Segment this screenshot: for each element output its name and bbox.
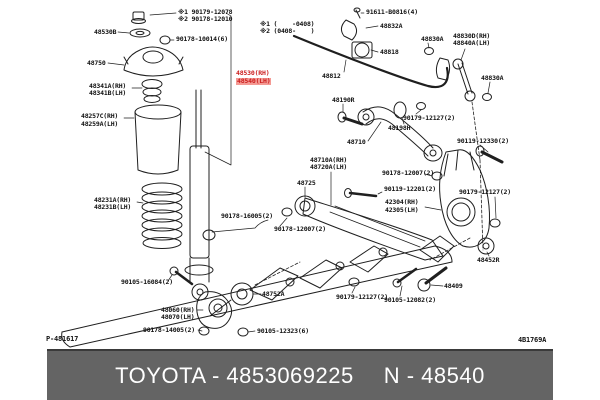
part-label[interactable]: 48830A (421, 35, 444, 43)
part-label[interactable]: 42304(RH) (385, 198, 419, 206)
part-label[interactable]: 48752A (262, 290, 285, 298)
part-label[interactable]: 48720A(LH) (310, 163, 348, 171)
part-label[interactable]: 48341A(RH) (89, 82, 127, 90)
knuckle-illustration (439, 145, 504, 255)
carrier-bracket-illustration (169, 261, 301, 337)
part-label[interactable]: 48190R (332, 96, 355, 104)
part-label[interactable]: 90178-12007(2) (274, 225, 326, 233)
bolts-illustration (348, 266, 448, 292)
part-label[interactable]: ※1 90179-12078 (178, 8, 233, 16)
part-label[interactable]: 90179-12127(2) (459, 188, 511, 196)
part-label[interactable]: 90178-10014(6) (176, 35, 228, 43)
part-label[interactable]: 48818 (380, 48, 399, 56)
part-label[interactable]: 48409 (444, 282, 463, 290)
part-label[interactable]: 90179-12127(2) (403, 114, 455, 122)
part-label[interactable]: 48452R (477, 256, 500, 264)
part-label[interactable]: 48060(RH) (161, 306, 195, 314)
part-label[interactable]: 48231B(LH) (94, 203, 132, 211)
part-label[interactable]: 90179-12127(2) (336, 293, 388, 301)
part-label[interactable]: 90119-12330(2) (457, 137, 509, 145)
strut-assembly-illustration (123, 11, 216, 301)
part-label[interactable]: 90119-12201(2) (384, 185, 436, 193)
upper-arm-illustration (337, 101, 443, 162)
part-label[interactable]: 48530(RH) (236, 69, 270, 77)
footer-ref-number: N - 48540 (383, 362, 485, 388)
part-label[interactable]: 48530B (94, 28, 117, 36)
part-label[interactable]: 48231A(RH) (94, 196, 132, 204)
part-label[interactable]: 48540(LH) (236, 77, 272, 85)
part-label[interactable]: 48198H (388, 124, 411, 132)
part-label[interactable]: 90178-16005(2) (221, 212, 273, 220)
axle-beam-illustration (61, 235, 471, 348)
part-label[interactable]: 48710 (347, 138, 366, 146)
part-label[interactable]: 48830D(RH) (453, 32, 491, 40)
part-label[interactable]: 48710A(RH) (310, 156, 348, 164)
part-label[interactable]: 48840A(LH) (453, 39, 491, 47)
part-label[interactable]: 90105-12082(2) (384, 296, 436, 304)
stabilizer-bar-illustration (292, 7, 492, 251)
drawing-code-left: P-481617 (46, 335, 79, 343)
footer-part-bar: TOYOTA - 4853069225 N - 48540 (47, 349, 553, 400)
part-label[interactable]: 48830A (481, 74, 504, 82)
part-label[interactable]: 48341B(LH) (89, 89, 127, 97)
part-label[interactable]: 48832A (380, 22, 403, 30)
part-label[interactable]: 91611-B0816(4) (366, 8, 418, 16)
part-label[interactable]: 90105-16084(2) (121, 278, 173, 286)
part-label[interactable]: 48259A(LH) (81, 120, 119, 128)
part-label[interactable]: ※1 ( -0408) (260, 20, 315, 28)
part-label[interactable]: 90178-12007(2) (382, 169, 434, 177)
part-label[interactable]: 90105-12323(6) (257, 327, 309, 335)
part-label[interactable]: 48725 (297, 179, 316, 187)
part-label[interactable]: ※2 (0408- ) (260, 27, 315, 35)
drawing-code-right: 4B1769A (518, 336, 547, 344)
part-label[interactable]: 42305(LH) (385, 206, 419, 214)
part-label[interactable]: 48750 (87, 59, 106, 67)
leader-lines (107, 12, 497, 333)
part-label[interactable]: 90178-14005(2) (143, 326, 195, 334)
part-label[interactable]: 48812 (322, 72, 341, 80)
footer-part-number: TOYOTA - 4853069225 (115, 362, 354, 388)
part-label[interactable]: ※2 90178-12010 (178, 15, 233, 23)
part-label[interactable]: 48257C(RH) (81, 112, 119, 120)
part-label[interactable]: 48070(LH) (161, 313, 195, 321)
